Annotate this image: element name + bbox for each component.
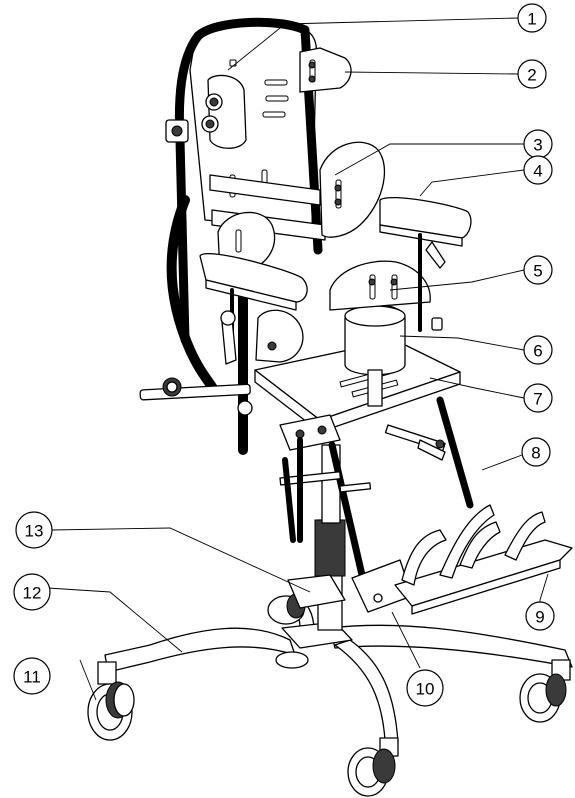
lateral-support-upper <box>319 141 386 238</box>
seat-bracket <box>279 414 341 451</box>
lateral-support-lower <box>329 260 443 331</box>
seat-assembly <box>254 339 461 543</box>
foot-strap-left-2 <box>439 504 495 579</box>
headrest <box>299 47 352 93</box>
seat-tilt-lever <box>417 439 446 461</box>
lateral-support-left-lower <box>255 309 304 363</box>
callout-8: 8 <box>521 437 551 467</box>
leader-lines <box>47 17 549 701</box>
base-leg-rear <box>104 627 296 673</box>
rear-handle <box>139 383 251 401</box>
armrest-right <box>379 196 472 332</box>
callout-8-label: 8 <box>531 444 540 463</box>
callout-2: 2 <box>517 59 547 89</box>
foot-strap-left <box>401 529 447 586</box>
callout-12: 12 <box>13 573 51 611</box>
base-assembly <box>87 593 573 797</box>
callout-7-label: 7 <box>533 390 542 409</box>
callout-9: 9 <box>525 601 555 631</box>
callout-7: 7 <box>523 383 553 413</box>
base-foot-pad <box>275 651 309 669</box>
callout-4: 4 <box>523 155 553 185</box>
callout-3: 3 <box>523 129 553 159</box>
callout-4-label: 4 <box>533 162 542 181</box>
callout-10: 10 <box>406 669 444 707</box>
foot-strap-right <box>459 521 501 569</box>
callout-13-label: 13 <box>25 522 44 541</box>
abduction-block <box>344 303 406 407</box>
callout-6-label: 6 <box>533 342 542 361</box>
callout-5-label: 5 <box>533 262 542 281</box>
foot-strap-right-2 <box>504 511 546 561</box>
caster-rear <box>267 593 306 625</box>
callout-11: 11 <box>13 657 51 695</box>
backrest-bracket <box>207 74 247 149</box>
caster-front-center <box>347 737 399 797</box>
gas-spring-sleeve <box>314 519 346 577</box>
callout-6: 6 <box>523 335 553 365</box>
callout-12-label: 12 <box>23 584 42 603</box>
footrest-bracket <box>287 574 346 609</box>
central-column <box>287 444 346 631</box>
armrest-left <box>199 252 308 365</box>
base-leg-right <box>329 624 573 668</box>
callout-9-label: 9 <box>535 608 544 627</box>
callout-13: 13 <box>15 511 53 549</box>
footrest-assembly <box>328 396 573 615</box>
callout-2-label: 2 <box>527 66 536 85</box>
callout-10-label: 10 <box>416 680 435 699</box>
callout-5: 5 <box>523 255 553 285</box>
callout-1-label: 1 <box>527 10 536 29</box>
callout-3-label: 3 <box>533 136 542 155</box>
callout-1: 1 <box>517 3 547 33</box>
base-leg-front <box>334 639 399 743</box>
caster-right <box>519 659 571 723</box>
callout-bubbles: 1 2 3 4 5 6 7 8 <box>13 3 555 707</box>
caster-front-left <box>87 661 135 741</box>
callout-11-label: 11 <box>23 668 41 687</box>
